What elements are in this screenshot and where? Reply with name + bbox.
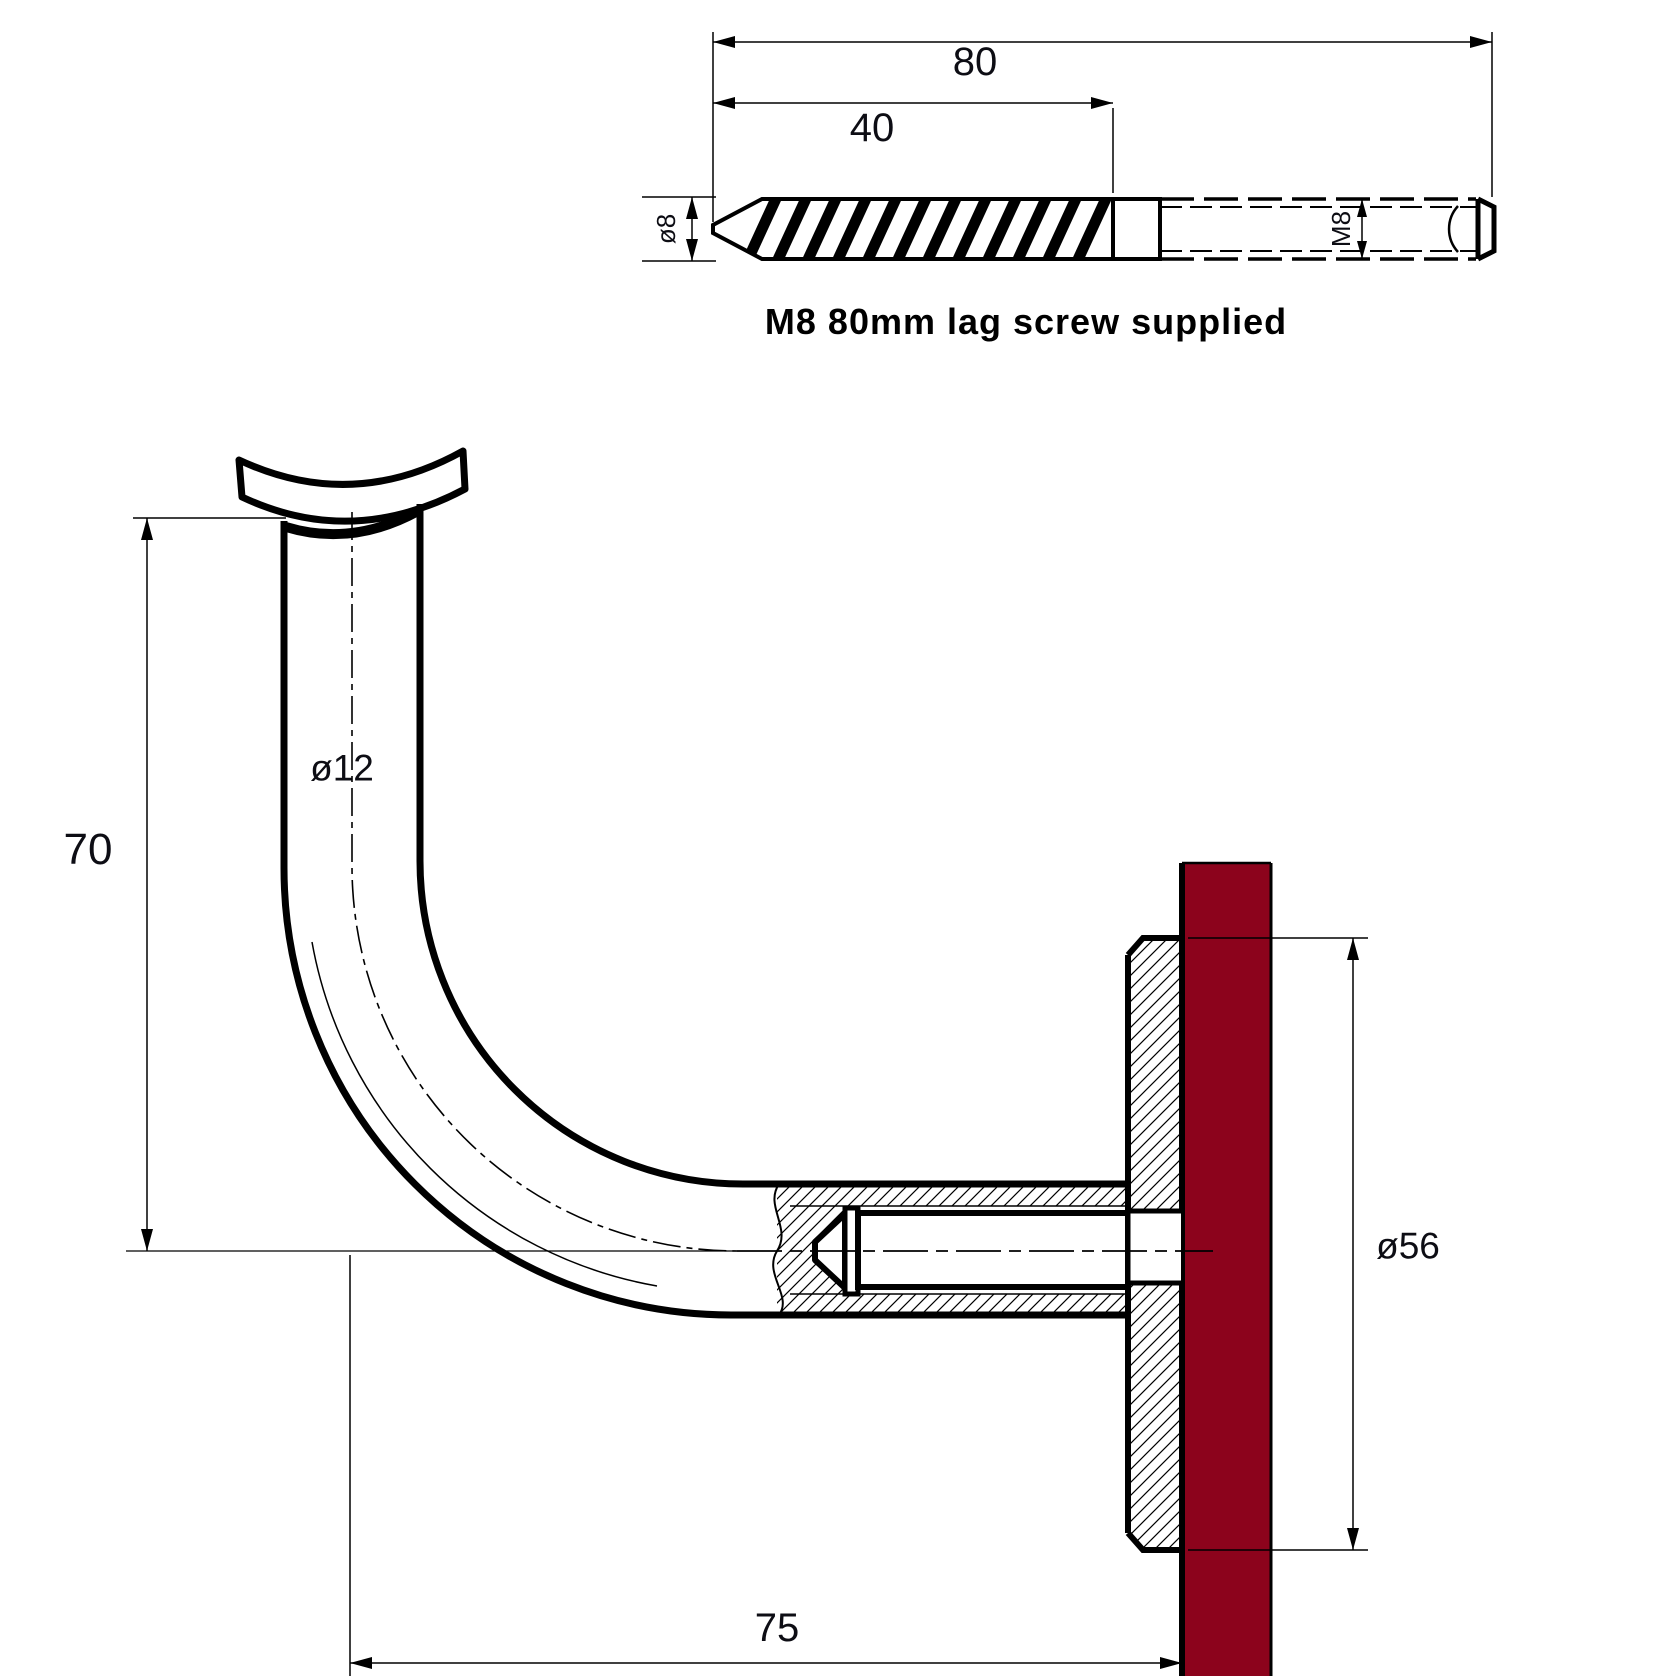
dimension-dia56 xyxy=(1188,937,1368,1551)
inner-edge xyxy=(416,504,1128,1188)
label-backplate-diameter-56: ø56 xyxy=(1376,1225,1440,1267)
tube-centreline xyxy=(351,512,738,1252)
screw-caption: M8 80mm lag screw supplied xyxy=(764,301,1288,342)
lag-screw-detail xyxy=(642,32,1497,262)
dimension-m8 xyxy=(1357,199,1367,259)
wood-thread xyxy=(740,199,1113,259)
label-tube-diameter-12: ø12 xyxy=(310,747,374,789)
label-centre-to-wall-75: 75 xyxy=(754,1606,800,1650)
handrail-saddle xyxy=(235,447,469,525)
screw-plain-shank xyxy=(1111,197,1162,261)
dimension-80 xyxy=(712,32,1493,222)
screw-through-plate-outline xyxy=(1125,1208,1181,1286)
dimension-70 xyxy=(133,517,286,1251)
dimension-dia8 xyxy=(642,196,716,262)
label-shank-diameter-8: ø8 xyxy=(651,213,681,245)
arm-hatch-bottom xyxy=(777,1294,1125,1315)
arm-hatch-top xyxy=(777,1184,1125,1206)
screw-point-outline xyxy=(711,197,1113,261)
bracket-outline xyxy=(126,447,1213,1319)
label-bracket-height-70: 70 xyxy=(63,825,113,874)
dimension-40 xyxy=(713,97,1114,193)
label-thread-length-40: 40 xyxy=(849,106,895,150)
bend-contour-line xyxy=(311,941,658,1287)
dimension-75 xyxy=(349,1255,1182,1676)
label-machine-thread-m8: M8 xyxy=(1326,210,1356,248)
screw-shank xyxy=(855,1210,1131,1290)
outer-edge xyxy=(280,521,1128,1319)
label-screw-length-80: 80 xyxy=(952,40,998,84)
wall-fill xyxy=(1182,863,1271,1676)
screw-through-plate-fill xyxy=(1128,1211,1181,1283)
screw-end-cap xyxy=(1447,196,1497,262)
machine-thread-phantom xyxy=(1160,197,1476,261)
wall-section xyxy=(1179,861,1273,1676)
